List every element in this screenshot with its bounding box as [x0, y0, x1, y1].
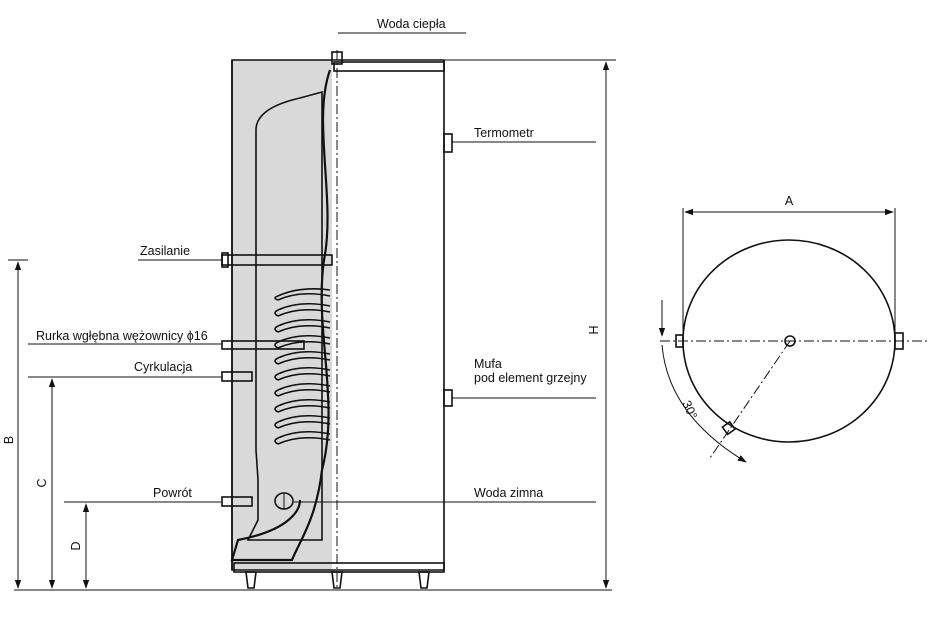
inner-vessel [246, 90, 323, 541]
label-circulation: Cyrkulacja [134, 360, 192, 374]
label-cold-water: Woda zimna [474, 486, 543, 500]
dim-angle: 30° [679, 398, 700, 421]
dimension-lines: H B C D [2, 59, 616, 591]
tank-body [334, 60, 444, 570]
labels: Woda ciepła Termometr Zasilanie Rurka wg… [28, 17, 596, 503]
label-heater-socket-line1: Mufa [474, 357, 502, 371]
foot-left [245, 571, 257, 589]
thermometer-socket [443, 133, 453, 153]
dim-b: B [2, 436, 16, 444]
label-thermometer: Termometr [474, 126, 534, 140]
label-hot-water: Woda ciepła [377, 17, 446, 31]
top-cap [333, 61, 445, 72]
heating-coil [274, 288, 331, 445]
label-return: Powrót [153, 486, 192, 500]
foot-center [331, 571, 343, 589]
dim-c: C [35, 478, 49, 487]
cutaway-edge [230, 69, 332, 562]
tank-top-view: A 30° [658, 194, 930, 463]
tank-side-view [221, 50, 453, 590]
hot-water-nozzle [331, 51, 343, 65]
dim-a: A [785, 194, 794, 208]
label-heater-socket-line2: pod element grzejny [474, 371, 587, 385]
heater-socket [443, 389, 453, 407]
sensor-tube [221, 340, 305, 350]
label-coil-sensor-tube: Rurka wgłębna wężownicy ϕ16 [36, 329, 208, 343]
foot-right [418, 571, 430, 589]
dim-d: D [69, 541, 83, 550]
label-supply: Zasilanie [140, 244, 190, 258]
dim-h: H [587, 325, 601, 334]
